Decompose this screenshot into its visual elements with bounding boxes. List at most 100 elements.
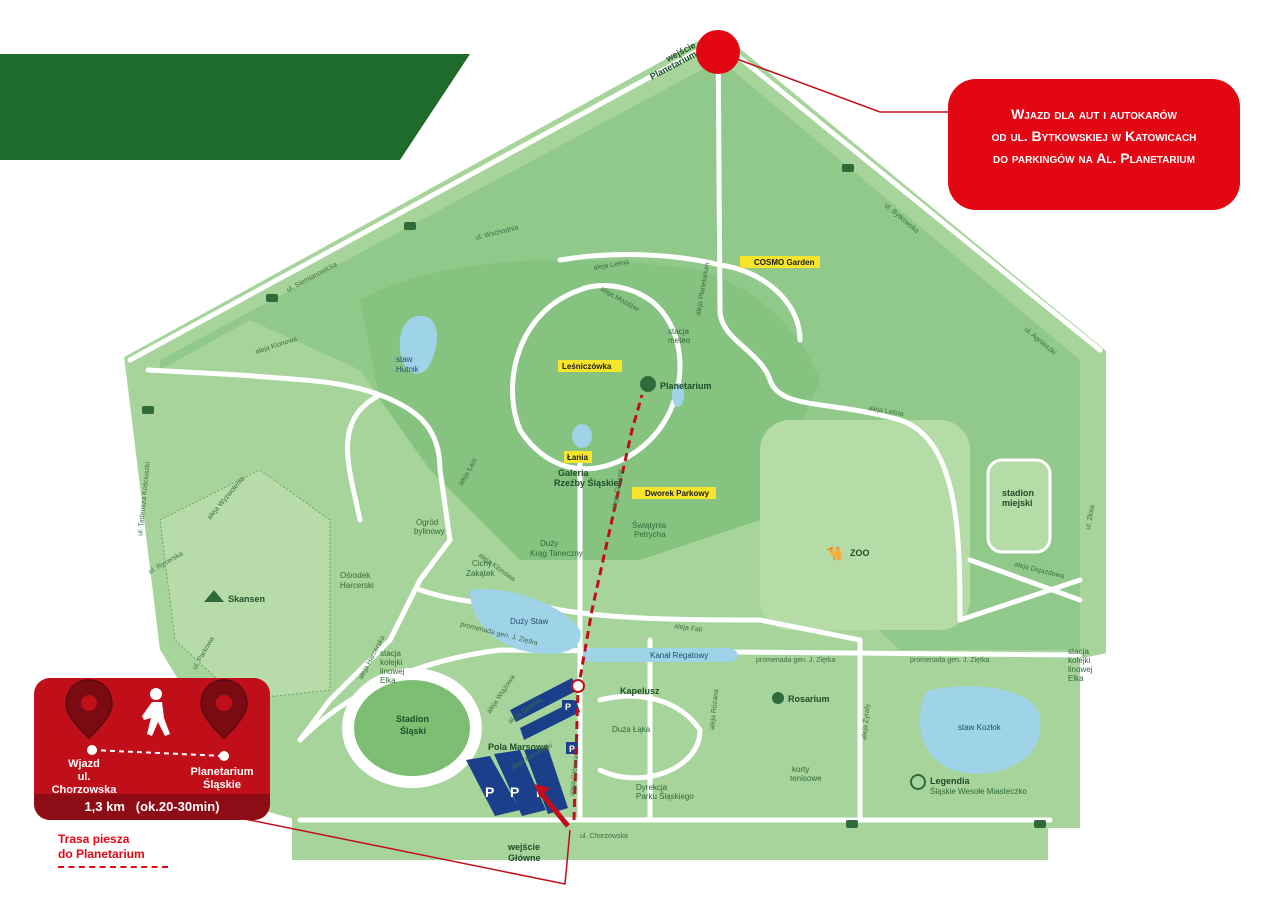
- route-end-sub: Śląskie: [203, 779, 241, 791]
- label-galeria-1: Galeria: [558, 468, 590, 478]
- skansen-area: [159, 469, 331, 701]
- legend-line-1: Trasa piesza: [58, 832, 130, 846]
- route-start-title: Wjazd: [68, 758, 100, 770]
- road-network: [127, 25, 1103, 823]
- label-korty-2: tenisowe: [790, 774, 822, 783]
- label-kapelusz: Kapelusz: [620, 686, 660, 696]
- duzy-staw: [470, 589, 581, 654]
- road-zlota: ul. Złota: [1085, 505, 1096, 531]
- route-node: [571, 679, 585, 693]
- banner-diagonal: [400, 54, 470, 160]
- label-swiatynia-2: Petrycha: [634, 530, 666, 539]
- label-pola-marsowe: Pola Marsowe: [488, 742, 548, 752]
- svg-text:Dworek Parkowy: Dworek Parkowy: [645, 489, 710, 498]
- label-dyrekcja-2: Parku Śląskiego: [636, 792, 694, 801]
- walking-route-card: Wjazd ul. Chorzowska Planetarium Śląskie…: [34, 678, 270, 820]
- label-kolej-right-1: stacja: [1068, 647, 1089, 656]
- car-route: [538, 790, 570, 828]
- walking-route: [572, 394, 644, 821]
- route-start-dot: [87, 745, 97, 755]
- bus-icon: [842, 164, 854, 172]
- parking-lot-2: [494, 750, 546, 816]
- label-stacja-meteo-2: meteo: [668, 336, 691, 345]
- label-stadion-miejski-1: stadion: [1002, 488, 1034, 498]
- label-zoo: ZOO: [850, 548, 870, 558]
- label-krag-1: Duży: [540, 539, 558, 548]
- skansen-icon: [204, 590, 224, 602]
- road-glowna: aleja Główna: [569, 755, 580, 796]
- label-galeria-2: Rzeźby Śląskiej: [554, 477, 621, 488]
- svg-text:COSMO Garden: COSMO Garden: [754, 258, 815, 267]
- route-end-title: Planetarium: [190, 766, 254, 778]
- label-kolej-right-2: kolejki: [1068, 656, 1090, 665]
- route-dashed-line: [91, 749, 225, 757]
- label-cosmo: COSMO Garden: [740, 256, 820, 268]
- label-stacja-meteo-1: stacja: [668, 327, 689, 336]
- label-kolej-right-3: linowej: [1068, 665, 1093, 674]
- label-swiatynia-1: Świątynia: [632, 521, 667, 530]
- label-kolej-left-3: linowej: [380, 667, 405, 676]
- label-staw-kozlok: staw Kozłok: [958, 723, 1002, 732]
- parking-lot-1: [466, 756, 520, 816]
- parking-areas: P P P P P: [466, 678, 580, 816]
- entrance-dot-top: [696, 30, 740, 74]
- stadion-miejski: [986, 458, 1052, 554]
- road-promenada-2: promenada gen. J. Ziętka: [756, 657, 835, 664]
- entry-line-2: od ul. Bytkowskiej w Katowicach: [991, 128, 1197, 144]
- planetarium-icon: [640, 376, 656, 392]
- label-korty-1: korty: [792, 765, 809, 774]
- svg-text:Leśniczówka: Leśniczówka: [562, 362, 612, 371]
- label-staw-hutnik-2: Hutnik: [396, 365, 420, 374]
- label-osrodek-1: Ośrodek: [340, 571, 371, 580]
- parking-sign-b-letter: P: [569, 744, 575, 754]
- label-stadion-miejski-2: miejski: [1002, 498, 1033, 508]
- walking-route-legend: Trasa piesza do Planetarium: [58, 832, 168, 868]
- parking-strip-1: [510, 678, 578, 722]
- route-start-label: Wjazd ul. Chorzowska: [44, 758, 124, 797]
- parking-lot-3: [524, 748, 568, 814]
- staw-lania: [572, 424, 592, 448]
- legend-line-2: do Planetarium: [58, 847, 145, 861]
- svg-text:Łania: Łania: [567, 453, 588, 462]
- label-kolej-left-1: stacja: [380, 649, 401, 658]
- bus-icon: [404, 222, 416, 230]
- planetarium-pond: [672, 383, 684, 407]
- label-ogrod-2: bylinowy: [414, 527, 445, 536]
- staw-kozlok: [919, 686, 1041, 774]
- map-pin-icon: [200, 679, 248, 739]
- bus-icon: [846, 820, 858, 828]
- label-kanal: Kanał Regatowy: [650, 651, 708, 660]
- kanal-regatowy: [582, 648, 738, 662]
- label-cichy-1: Cichy: [472, 559, 492, 568]
- label-skansen: Skansen: [228, 594, 265, 604]
- bus-icon: [1034, 820, 1046, 828]
- entrance-bottom-line1: wejście: [507, 842, 540, 852]
- route-end-label: Planetarium Śląskie: [182, 766, 262, 792]
- label-osrodek-2: Harcerski: [340, 581, 374, 590]
- label-stadion-1: Stadion: [396, 714, 429, 724]
- stadion-slaski: [354, 680, 470, 776]
- bus-icon: [142, 406, 154, 414]
- top-left-banner: [0, 54, 400, 160]
- label-stadion-2: Śląski: [400, 725, 426, 736]
- label-legendia: Legendia: [930, 776, 971, 786]
- car-route-arrowhead: [534, 784, 550, 798]
- label-kolej-left-2: kolejki: [380, 658, 402, 667]
- map-pin-icon: [65, 679, 113, 739]
- label-lania: Łania: [564, 451, 592, 463]
- bus-icons: [142, 164, 1046, 828]
- walk-card-graphics: [65, 679, 248, 761]
- entry-line-3: do parkingów na Al. Planetarium: [993, 150, 1195, 166]
- label-dworek: Dworek Parkowy: [632, 487, 716, 499]
- label-duzy-staw: Duży Staw: [510, 617, 548, 626]
- ferris-wheel-icon: [910, 774, 926, 790]
- bus-icon: [266, 294, 278, 302]
- road-chorzowska: ul. Chorzowska: [580, 833, 628, 840]
- parking-sign-a: [562, 700, 574, 712]
- entry-callout-line: [717, 51, 950, 113]
- label-ogrod-1: Ogród: [416, 518, 438, 527]
- label-duza-laka: Duża Łąka: [612, 725, 651, 734]
- forest-center: [360, 260, 820, 560]
- route-start-sub: ul. Chorzowska: [51, 771, 117, 796]
